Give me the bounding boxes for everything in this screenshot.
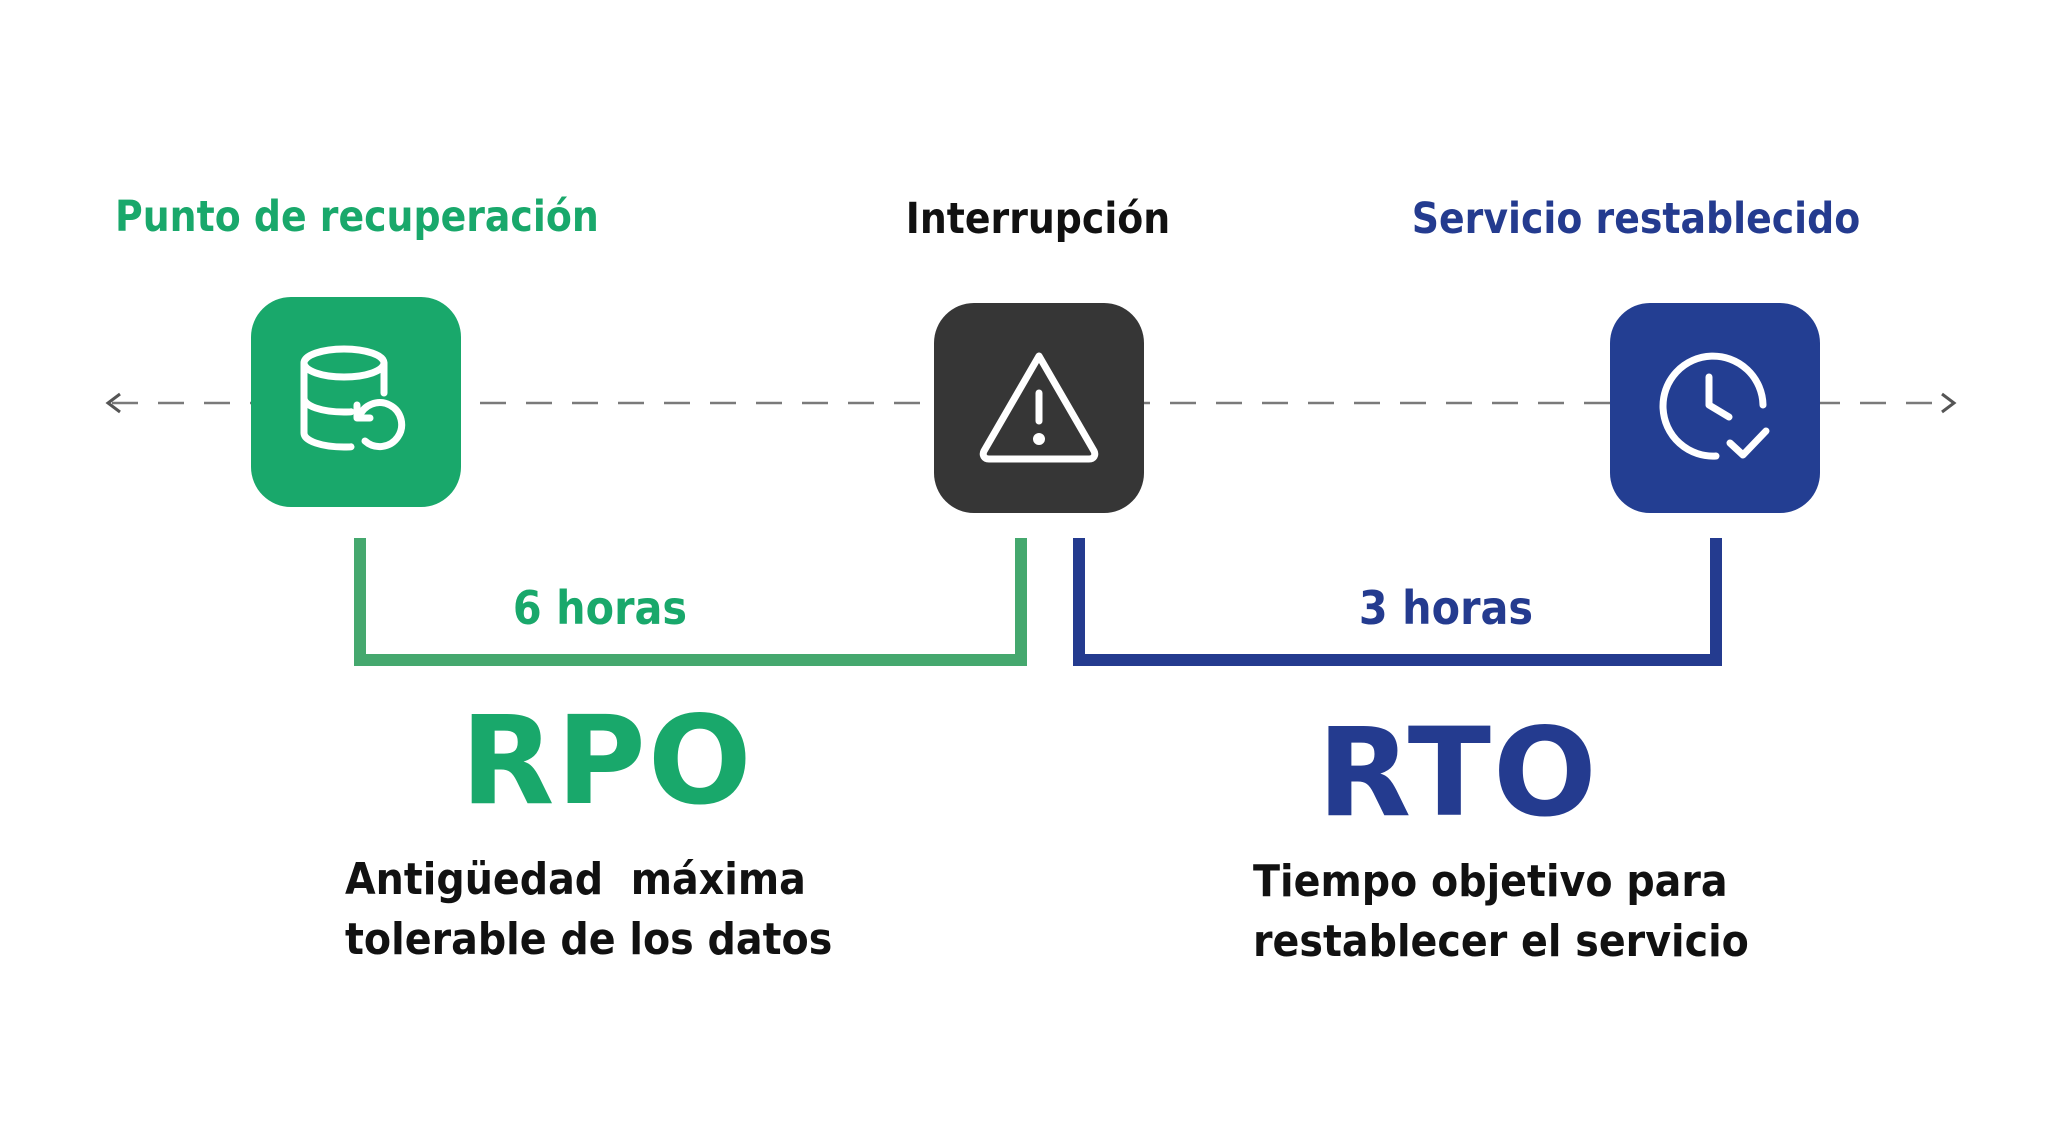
rto-acronym: RTO	[1317, 702, 1599, 844]
clock-check-icon	[1659, 352, 1770, 460]
service-restored-node	[1610, 303, 1820, 513]
recovery-point-title: Punto de recuperación	[115, 192, 599, 242]
rto-bracket	[1073, 538, 1722, 666]
rto-description-line-1: Tiempo objetivo para	[1253, 856, 1728, 907]
interruption-title: Interrupción	[905, 194, 1171, 244]
rto-duration-label: 3 horas	[1358, 581, 1534, 635]
rpo-bracket	[354, 538, 1027, 666]
interruption-node	[934, 303, 1144, 513]
rpo-duration-label: 6 horas	[512, 581, 688, 635]
database-restore-icon	[300, 345, 406, 451]
service-restored-title: Servicio restablecido	[1411, 194, 1861, 244]
timeline-left-arrowhead	[105, 392, 121, 414]
rto-description-line-2: restablecer el servicio	[1253, 916, 1749, 967]
rpo-description-line-2: tolerable de los datos	[345, 914, 833, 965]
rpo-description: Antigüedad máxima tolerable de los datos	[345, 850, 832, 970]
timeline-right-arrowhead	[1941, 392, 1957, 414]
rpo-acronym: RPO	[460, 690, 754, 832]
warning-triangle-icon	[979, 352, 1099, 463]
recovery-point-node	[251, 297, 461, 507]
rto-description: Tiempo objetivo para restablecer el serv…	[1253, 852, 1749, 972]
rpo-description-line-1: Antigüedad máxima	[345, 854, 806, 905]
